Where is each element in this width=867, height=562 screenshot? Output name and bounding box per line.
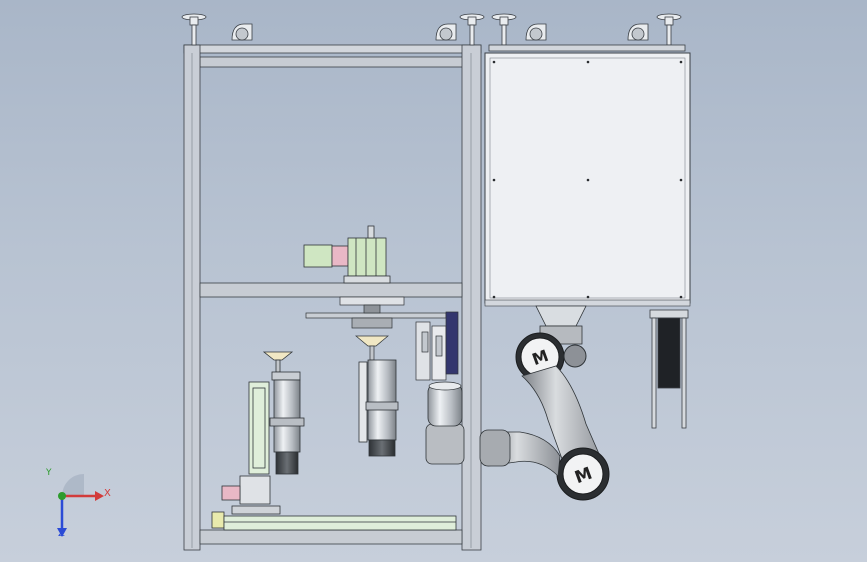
leveling-foot-4	[656, 13, 682, 46]
axis-y-origin	[58, 492, 66, 500]
inspection-camera-left	[221, 351, 305, 515]
robot-badge-bottom: M	[572, 464, 595, 489]
leveling-foot-1	[181, 13, 207, 46]
coordinate-triad: X Y Z	[40, 468, 130, 550]
top-hardware	[181, 13, 686, 52]
caster-wheel-3	[525, 23, 547, 41]
caster-wheel-4	[627, 23, 649, 41]
axis-x-arrow	[95, 491, 104, 501]
axis-y-label: Y	[46, 468, 52, 478]
robot-arm[interactable]: M M	[425, 305, 610, 501]
axis-x-label: X	[104, 488, 111, 499]
axis-z-arrow	[57, 528, 67, 537]
leveling-foot-3	[491, 13, 517, 46]
aluminum-frame	[183, 44, 482, 551]
inspection-camera-center	[358, 359, 399, 457]
electrical-cabinet	[484, 52, 691, 307]
leveling-foot-2	[459, 13, 485, 46]
robot-wrist-2	[425, 423, 465, 465]
robot-badge-top: M	[529, 346, 550, 369]
axis-z-label: Z	[58, 528, 65, 539]
caster-wheel-2	[435, 23, 457, 41]
frame-middle-shelf	[199, 282, 463, 298]
robot-joint-shoulder	[563, 344, 587, 368]
frame-center-post	[461, 44, 482, 551]
frame-top-rail	[199, 56, 466, 68]
right-top-beam	[488, 44, 686, 52]
side-guide-rail	[649, 309, 689, 429]
caster-wheel-1	[231, 23, 253, 41]
robot-mount-flange	[535, 305, 587, 327]
frame-top-beam	[183, 44, 482, 54]
spindle-motor	[303, 225, 391, 284]
linear-slide	[211, 511, 457, 531]
valve-stack	[415, 311, 459, 381]
triad-graphic	[57, 474, 104, 537]
frame-bottom-rail	[199, 529, 463, 545]
robot-wrist-1	[479, 429, 511, 467]
turntable-assembly	[305, 296, 447, 361]
